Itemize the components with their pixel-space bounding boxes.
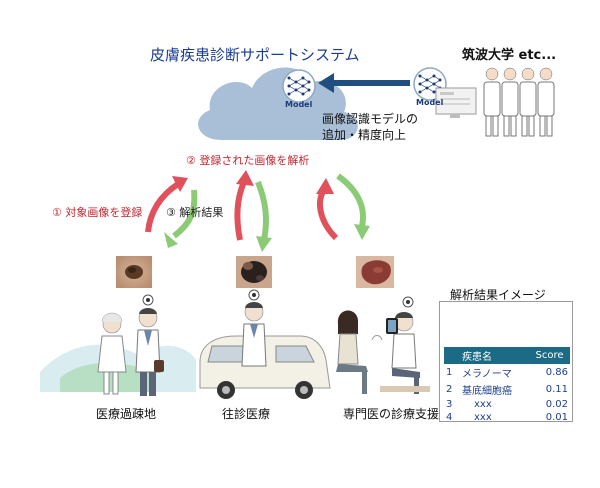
upload-arrow-center bbox=[234, 170, 254, 241]
model-update-line-1: 画像認識モデルの bbox=[322, 112, 419, 126]
score-cell: 0.86 bbox=[545, 367, 568, 378]
result-arrow-left bbox=[164, 189, 198, 248]
university-label: 筑波大学 etc... bbox=[462, 48, 557, 63]
model-update-arrow bbox=[318, 73, 410, 93]
lesion-photo-1 bbox=[116, 256, 152, 288]
rank-cell: 3 bbox=[446, 399, 453, 410]
table-row: 3 xxx 0.02 bbox=[444, 398, 570, 411]
lesion-photo-2 bbox=[236, 256, 272, 288]
step3-label: ③ 解析結果 bbox=[166, 206, 224, 219]
model-badge-cloud bbox=[282, 69, 316, 103]
rural-area-illustration bbox=[40, 294, 196, 396]
result-table: 疾患名 Score 1 メラノーマ 0.86 2 基底細胞癌 0.11 3 xx… bbox=[444, 347, 570, 424]
model-label-university: Model bbox=[416, 98, 444, 107]
upload-arrow-right bbox=[316, 178, 339, 241]
scenario-caption-home-visit: 往診医療 bbox=[222, 407, 271, 421]
rank-cell: 2 bbox=[446, 384, 453, 395]
home-visit-illustration bbox=[199, 289, 331, 399]
rank-cell: 4 bbox=[446, 412, 453, 423]
score-cell: 0.02 bbox=[545, 399, 568, 410]
table-row: 2 基底細胞癌 0.11 bbox=[444, 381, 570, 398]
rank-cell: 1 bbox=[446, 367, 453, 378]
model-update-line-2: 追加・精度向上 bbox=[322, 128, 407, 142]
scenario-caption-specialist: 専門医の診療支援 bbox=[343, 407, 440, 421]
disease-column-header: 疾患名 bbox=[460, 347, 530, 364]
lesion-photo-3 bbox=[356, 256, 394, 288]
scenario-caption-rural: 医療過疎地 bbox=[96, 407, 157, 421]
upload-arrow-left bbox=[145, 176, 188, 233]
specialist-support-illustration bbox=[336, 296, 430, 394]
score-cell: 0.11 bbox=[545, 384, 568, 395]
rank-column-header bbox=[444, 347, 460, 364]
disease-cell: xxx bbox=[474, 412, 492, 423]
step1-label: ① 対象画像を登録 bbox=[52, 206, 143, 219]
system-title: 皮膚疾患診断サポートシステム bbox=[150, 46, 360, 64]
table-row: 1 メラノーマ 0.86 bbox=[444, 364, 570, 381]
disease-cell: メラノーマ bbox=[462, 369, 512, 380]
result-panel-title: 解析結果イメージ bbox=[450, 288, 546, 302]
model-update-note: 画像認識モデルの 追加・精度向上 bbox=[322, 111, 418, 143]
disease-cell: 基底細胞癌 bbox=[462, 386, 512, 397]
model-label-cloud: Model bbox=[285, 100, 313, 109]
score-column-header: Score bbox=[529, 347, 570, 364]
result-panel: 疾患名 Score 1 メラノーマ 0.86 2 基底細胞癌 0.11 3 xx… bbox=[439, 301, 573, 424]
computer-monitor-icon bbox=[435, 87, 477, 118]
result-table-header: 疾患名 Score bbox=[444, 347, 570, 364]
result-arrow-right bbox=[336, 173, 370, 240]
table-row: 4 xxx 0.01 bbox=[444, 411, 570, 424]
step2-label: ② 登録された画像を解析 bbox=[186, 154, 310, 167]
score-cell: 0.01 bbox=[545, 412, 568, 423]
cloud-icon bbox=[198, 67, 358, 140]
disease-cell: xxx bbox=[474, 399, 492, 410]
researcher-group-illustration bbox=[483, 67, 555, 137]
result-arrow-center bbox=[255, 180, 272, 252]
